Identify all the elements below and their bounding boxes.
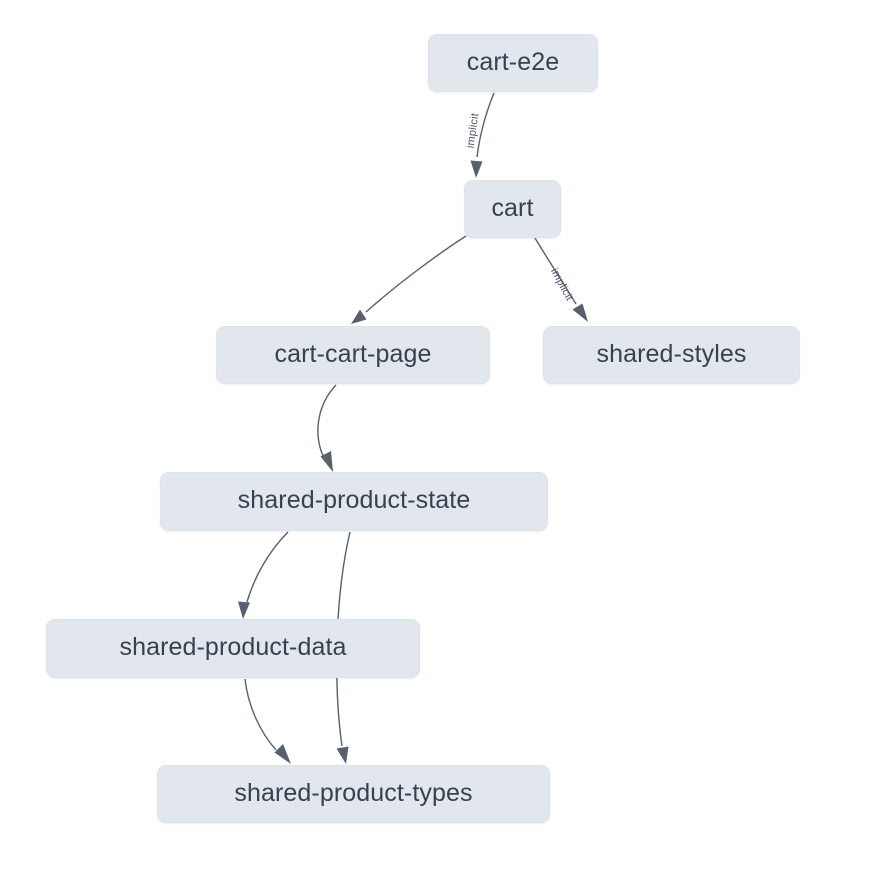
edge-shared-product-state-to-shared-product-data bbox=[238, 531, 289, 619]
edge-path bbox=[534, 237, 577, 305]
edge-cart-to-cart-cart-page bbox=[351, 235, 467, 324]
edge-label-implicit-cart: implicit bbox=[465, 112, 482, 149]
node-label: shared-product-data bbox=[119, 633, 347, 661]
node-label: shared-product-types bbox=[234, 778, 473, 807]
node-label: shared-styles bbox=[596, 339, 747, 368]
node-label: shared-product-state bbox=[237, 486, 471, 514]
node-label: cart-e2e bbox=[466, 47, 560, 76]
edge-cart-cart-page-to-shared-product-state bbox=[317, 384, 337, 472]
node-shared-product-state[interactable]: shared-product-state bbox=[160, 472, 548, 531]
edge-label-implicit-styles: implicit bbox=[548, 266, 575, 303]
edge-arrowhead bbox=[238, 601, 250, 619]
edge-arrowhead bbox=[470, 160, 483, 178]
edge-arrowhead bbox=[351, 309, 367, 324]
edge-path bbox=[246, 531, 289, 603]
node-shared-product-types[interactable]: shared-product-types bbox=[157, 765, 550, 823]
node-cart-cart-page[interactable]: cart-cart-page bbox=[216, 326, 490, 384]
node-label: cart bbox=[491, 193, 534, 222]
edge-path bbox=[476, 92, 495, 158]
node-cart[interactable]: cart bbox=[464, 180, 561, 238]
edge-arrowhead bbox=[572, 303, 588, 322]
node-cart-e2e[interactable]: cart-e2e bbox=[428, 34, 598, 92]
edge-shared-product-data-to-shared-product-types bbox=[244, 678, 291, 764]
edge-cart-to-shared-styles: implicit bbox=[534, 237, 588, 322]
edge-path bbox=[365, 235, 467, 313]
edge-path bbox=[317, 384, 337, 457]
edge-path bbox=[244, 678, 277, 751]
edge-arrowhead bbox=[336, 746, 349, 764]
node-shared-styles[interactable]: shared-styles bbox=[543, 326, 800, 384]
node-shared-product-data[interactable]: shared-product-data bbox=[46, 619, 420, 678]
edge-arrowhead bbox=[274, 744, 291, 764]
node-label: cart-cart-page bbox=[274, 339, 432, 368]
edge-cart-e2e-to-cart: implicit bbox=[465, 92, 495, 178]
edge-arrowhead bbox=[320, 451, 333, 472]
